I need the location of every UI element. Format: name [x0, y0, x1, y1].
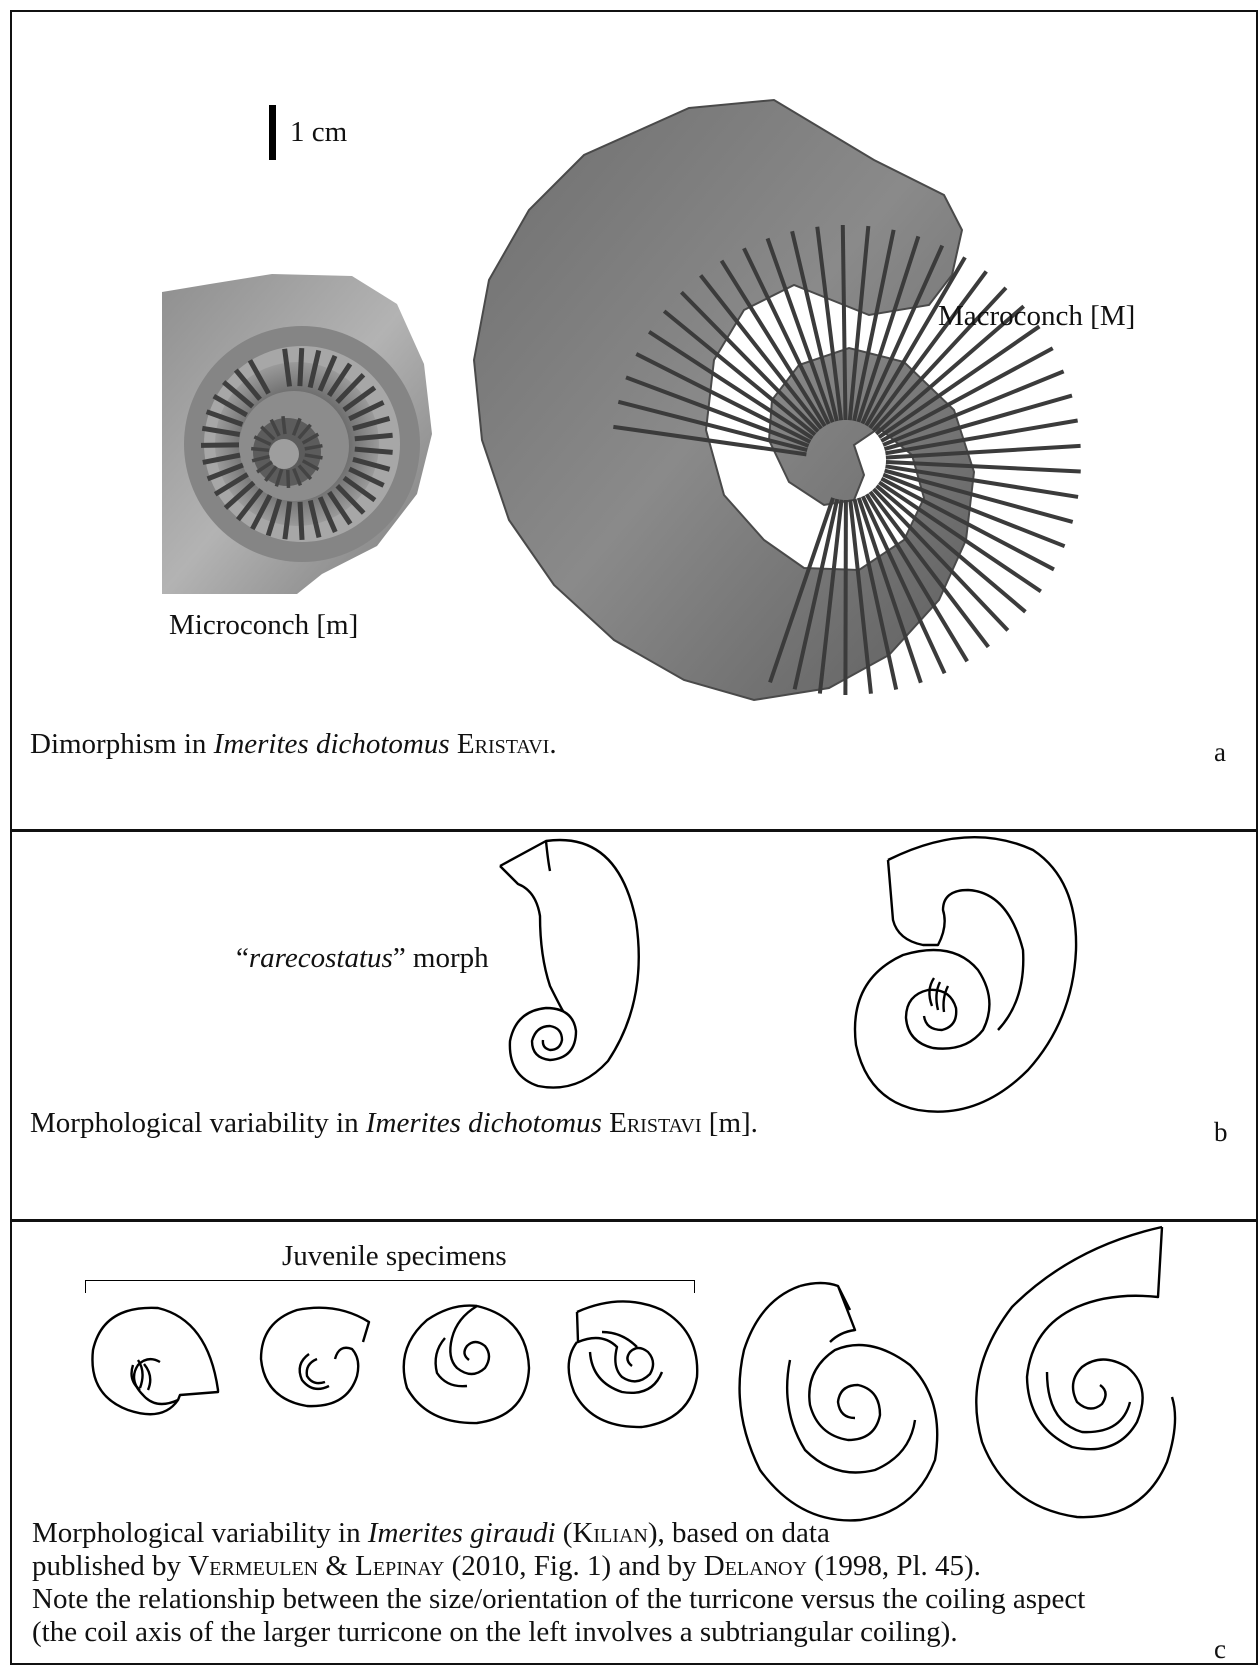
caption-text: (2010, Fig. 1) and by — [444, 1550, 703, 1582]
caption-text: & — [318, 1550, 355, 1582]
macroconch-photo — [474, 100, 964, 706]
juvenile-label: Juvenile specimens — [282, 1240, 507, 1273]
caption-line-4: (the coil axis of the larger turricone o… — [32, 1616, 1085, 1649]
morph-label: “rarecostatus” morph — [236, 942, 489, 975]
outline-adult-2 — [962, 1222, 1177, 1522]
caption-line-3: Note the relationship between the size/o… — [32, 1583, 1085, 1616]
rib-texture — [300, 348, 302, 386]
caption-text: ), based on data — [648, 1517, 830, 1549]
panel-label-c: c — [1214, 1634, 1226, 1665]
microconch-photo — [162, 274, 434, 594]
panel-a: 1 cm — [12, 12, 1256, 832]
caption-text: [m]. — [702, 1107, 758, 1139]
outline-adult-1 — [730, 1280, 945, 1530]
outline-juvenile-3 — [397, 1298, 537, 1428]
outline-variant — [848, 830, 1088, 1140]
quote-open: “ — [236, 942, 249, 974]
panel-b: “rarecostatus” morph Morphological varia… — [12, 832, 1256, 1222]
rib-texture — [355, 449, 393, 452]
caption-line-1: Morphological variability in Imerites gi… — [32, 1517, 1085, 1550]
panel-label-b: b — [1214, 1117, 1228, 1148]
panel-c-caption: Morphological variability in Imerites gi… — [32, 1517, 1085, 1649]
macroconch-label: Macroconch [M] — [938, 300, 1135, 333]
author-name: Kilian — [572, 1517, 647, 1549]
rib-texture — [201, 445, 239, 446]
microconch-label: Microconch [m] — [169, 609, 358, 642]
rib-texture — [283, 416, 285, 434]
panel-b-caption: Morphological variability in Imerites di… — [30, 1107, 758, 1140]
author-name: Delanoy — [704, 1550, 807, 1582]
morph-suffix: ” morph — [393, 942, 489, 974]
caption-text: Dimorphism in — [30, 728, 214, 760]
outline-juvenile-1 — [88, 1300, 233, 1430]
author-name: Eristavi — [457, 728, 549, 760]
author-name: Eristavi — [609, 1107, 701, 1139]
figure-plate: 1 cm — [10, 10, 1258, 1665]
scale-bar-label: 1 cm — [290, 116, 347, 149]
outline-juvenile-2 — [257, 1304, 377, 1414]
caption-text: published by — [32, 1550, 188, 1582]
panel-label-a: a — [1214, 737, 1226, 768]
caption-text: Morphological variability in — [32, 1517, 368, 1549]
panel-a-caption: Dimorphism in Imerites dichotomus Erista… — [30, 728, 557, 761]
caption-line-2: published by Vermeulen & Lepinay (2010, … — [32, 1550, 1085, 1583]
rib-texture — [300, 502, 302, 540]
panel-c: Juvenile specimens — [12, 1222, 1256, 1665]
rib-texture — [355, 435, 393, 438]
author-name: Vermeulen — [188, 1550, 318, 1582]
species-name: Imerites dichotomus — [214, 728, 450, 760]
outline-rarecostatus — [488, 836, 648, 1096]
rib-texture — [843, 225, 846, 420]
scale-bar — [269, 105, 276, 160]
outline-juvenile-4 — [562, 1292, 702, 1432]
caption-text: ( — [556, 1517, 573, 1549]
species-name: Imerites giraudi — [368, 1517, 556, 1549]
caption-text: (1998, Pl. 45). — [807, 1550, 981, 1582]
rib-texture — [288, 470, 289, 488]
morph-name: rarecostatus — [249, 942, 393, 974]
rib-texture — [251, 449, 269, 451]
caption-text: . — [549, 728, 556, 760]
author-name: Lepinay — [355, 1550, 444, 1582]
species-name: Imerites dichotomus — [366, 1107, 602, 1139]
caption-text: Morphological variability in — [30, 1107, 366, 1139]
